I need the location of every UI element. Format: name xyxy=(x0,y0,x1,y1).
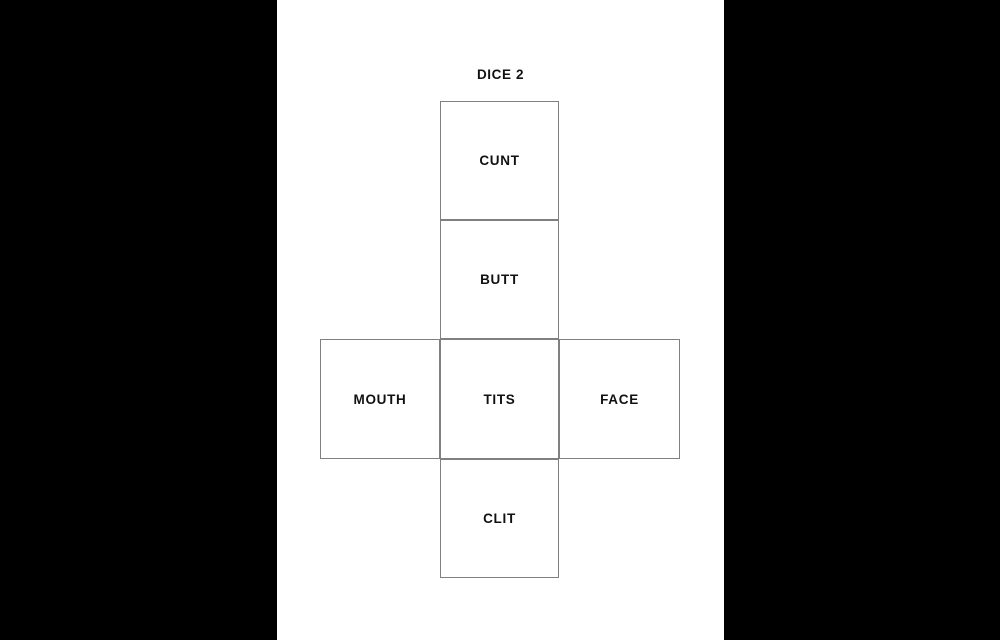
dice-face-center[interactable]: TITS xyxy=(440,339,559,459)
dice-face-top[interactable]: CUNT xyxy=(440,101,559,220)
dice-face-label: MOUTH xyxy=(353,391,407,407)
dice-face-right[interactable]: FACE xyxy=(559,339,680,459)
dice-face-bottom[interactable]: CLIT xyxy=(440,459,559,578)
dice-face-label: FACE xyxy=(600,391,639,407)
dice-net-diagram: CUNT BUTT MOUTH TITS FACE CLIT xyxy=(320,101,680,578)
dice-face-label: CUNT xyxy=(479,153,520,168)
dice-face-left[interactable]: MOUTH xyxy=(320,339,440,459)
dice-face-label: BUTT xyxy=(480,272,519,287)
dice-face-label: TITS xyxy=(483,391,516,407)
paper-sheet: DICE 2 CUNT BUTT MOUTH TITS FACE CLIT xyxy=(277,0,724,640)
page-title: DICE 2 xyxy=(476,67,525,82)
dice-face-label: CLIT xyxy=(483,511,516,526)
dice-face-upper[interactable]: BUTT xyxy=(440,220,559,339)
